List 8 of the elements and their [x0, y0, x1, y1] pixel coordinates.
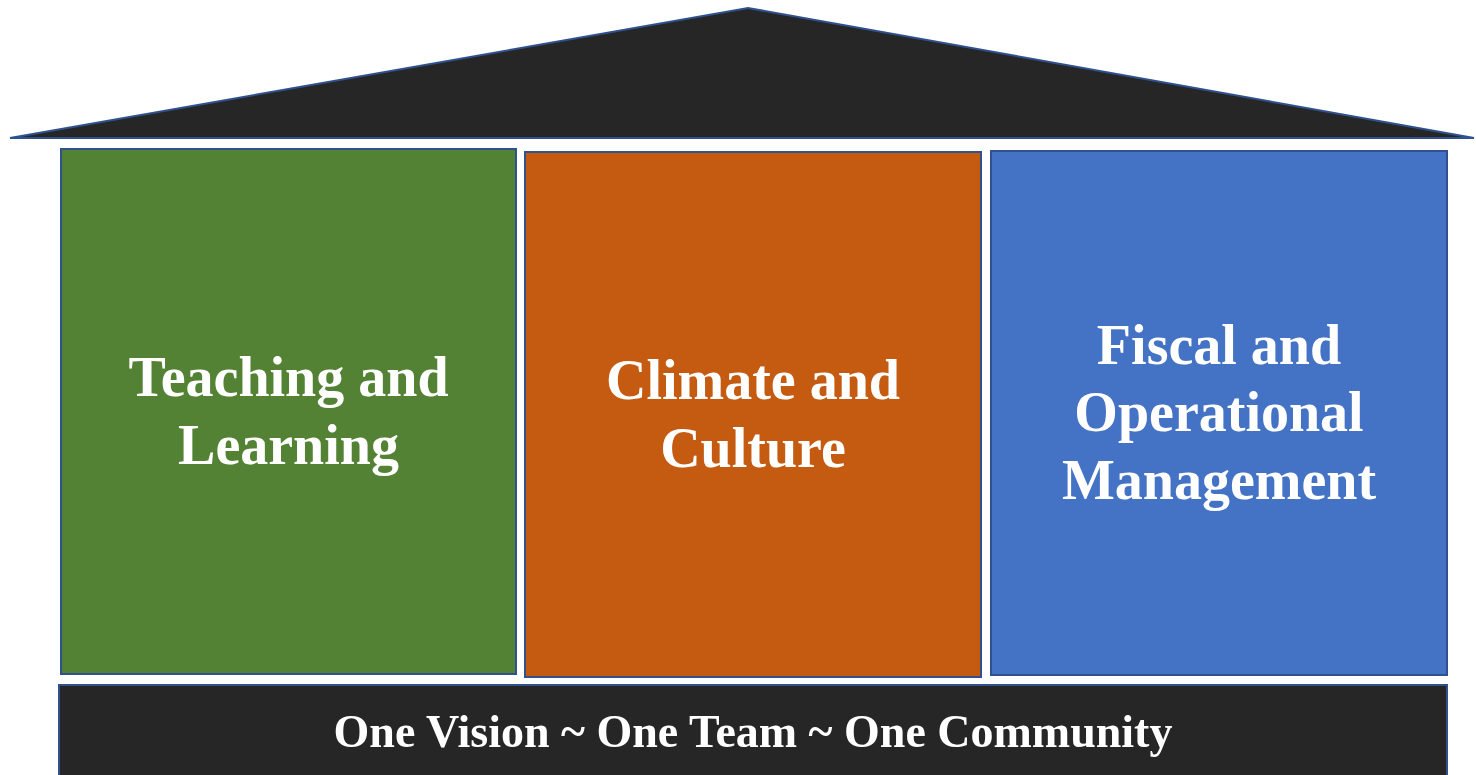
pillar-label: Teaching and Learning — [127, 345, 450, 478]
pillar-label: Climate and Culture — [605, 348, 901, 481]
motto-text: One Vision ~ One Team ~ One Community — [333, 705, 1173, 759]
pillar-label: Fiscal and Operational Management — [1060, 313, 1378, 513]
pillar-box — [60, 148, 517, 675]
pillar-box — [524, 151, 982, 678]
pillar-box — [990, 150, 1448, 676]
foundation-band — [58, 684, 1448, 775]
